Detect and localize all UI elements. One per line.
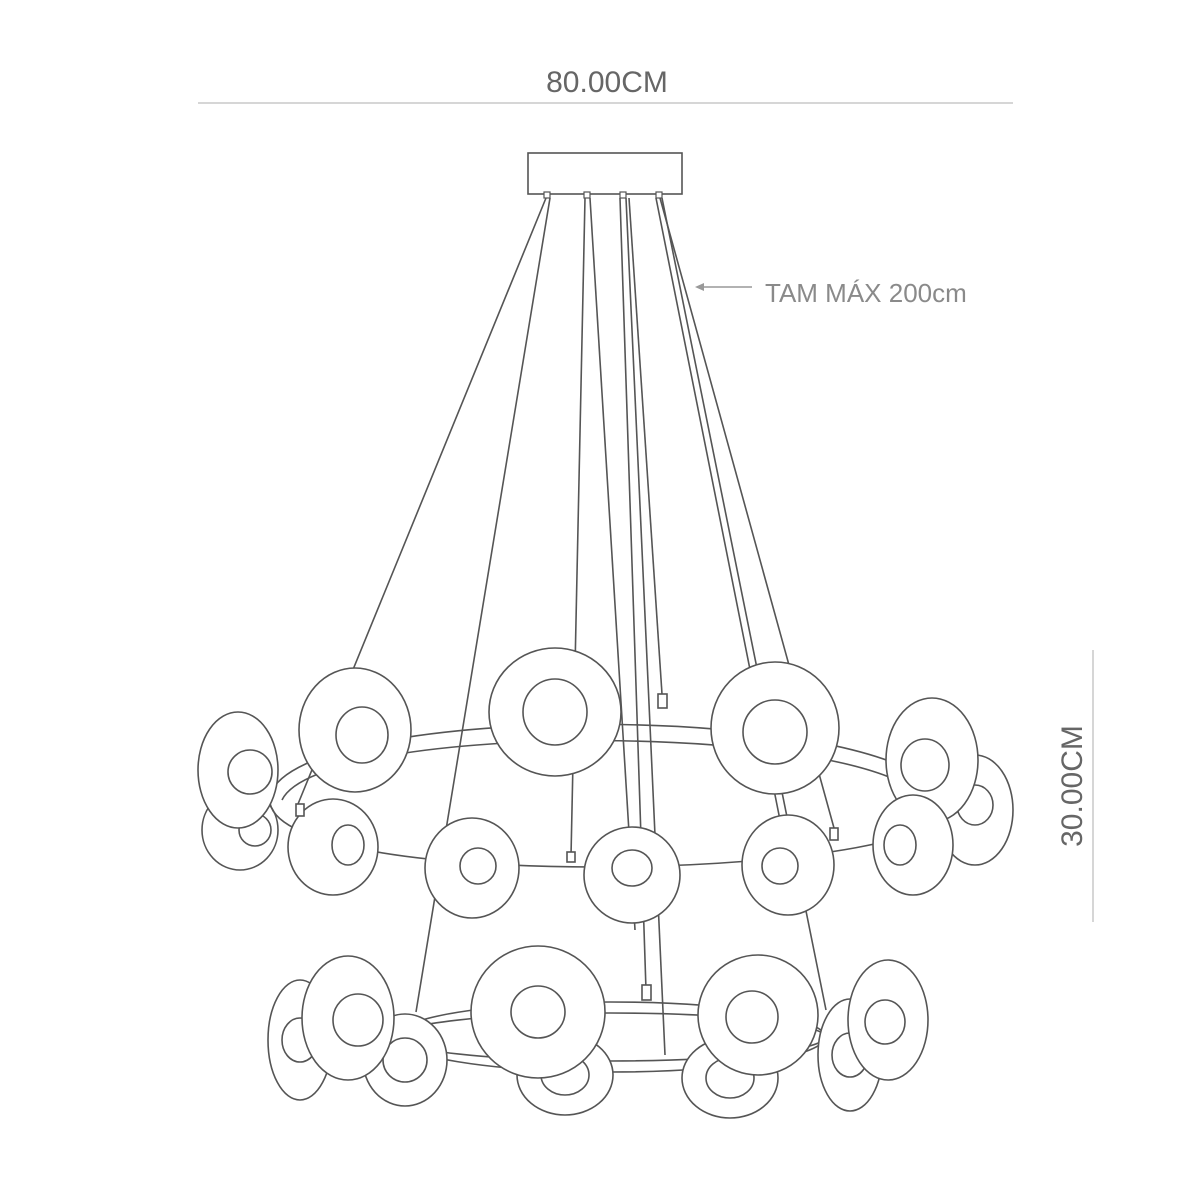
height-label: 30.00CM [1056, 725, 1089, 847]
annotation-arrow-icon [695, 283, 704, 291]
upper-ring [197, 647, 1014, 924]
suspension-cables [297, 197, 835, 1056]
lower-ring [267, 945, 929, 1119]
cable-max-length-label: TAM MÁX 200cm [765, 278, 967, 308]
cable [628, 197, 663, 695]
cable-length-annotation: TAM MÁX 200cm [695, 278, 967, 308]
height-dimension: 30.00CM [1056, 650, 1094, 922]
cable [625, 197, 666, 1056]
width-label: 80.00CM [546, 66, 668, 99]
cable [589, 197, 636, 931]
width-dimension: 80.00CM [198, 66, 1013, 104]
ceiling-canopy [527, 152, 683, 199]
